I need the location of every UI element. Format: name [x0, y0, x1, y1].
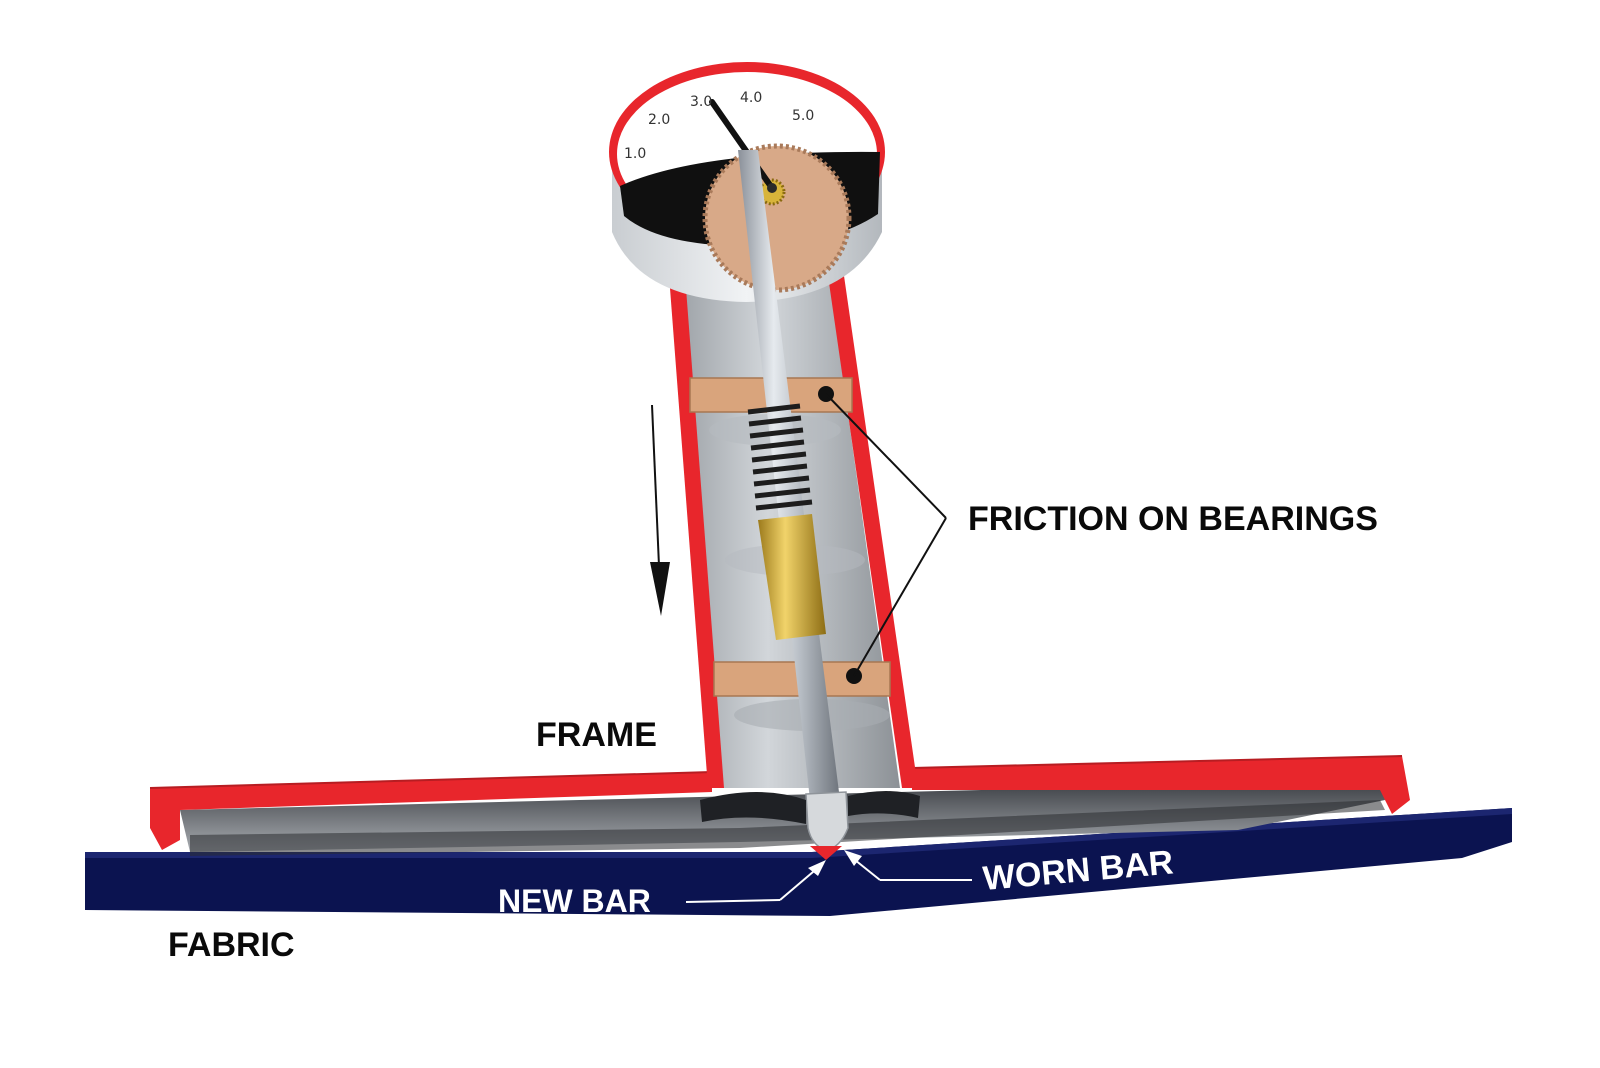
gauge-scale-1: 1.0	[624, 146, 646, 162]
label-friction-on-bearings: FRICTION ON BEARINGS	[968, 500, 1378, 538]
shaft-assembly	[738, 150, 849, 860]
foot-worn-tip	[810, 846, 842, 860]
tube-base-seal-right	[848, 791, 920, 818]
tube-base-seal	[700, 792, 806, 824]
shaft-rod	[738, 150, 840, 800]
frame-base	[149, 755, 1410, 856]
label-fabric: FABRIC	[168, 926, 295, 964]
label-new-bar: NEW BAR	[498, 883, 651, 919]
down-arrow-icon	[650, 404, 670, 616]
tube-wall-left	[668, 262, 724, 788]
frame-base-shadow	[190, 800, 1385, 856]
brass-sleeve	[758, 514, 826, 640]
gauge-needle	[709, 99, 775, 191]
label-frame: FRAME	[536, 716, 657, 754]
bar-leaders	[685, 850, 972, 903]
gauge-scale-5: 5.0	[792, 108, 814, 124]
gauge-scale-2: 2.0	[648, 112, 670, 128]
frame-base-edge	[149, 771, 713, 789]
friction-leaders	[818, 386, 947, 684]
frame-base-top	[150, 772, 712, 850]
gauge-gear	[702, 143, 852, 293]
gauge-scale-4: 4.0	[740, 90, 762, 106]
needle-pivot	[767, 183, 777, 193]
gauge-scale-3: 3.0	[690, 94, 712, 110]
frame-base-edge-right	[911, 755, 1403, 769]
spring	[747, 403, 813, 511]
frame-base-top-right	[912, 756, 1410, 814]
